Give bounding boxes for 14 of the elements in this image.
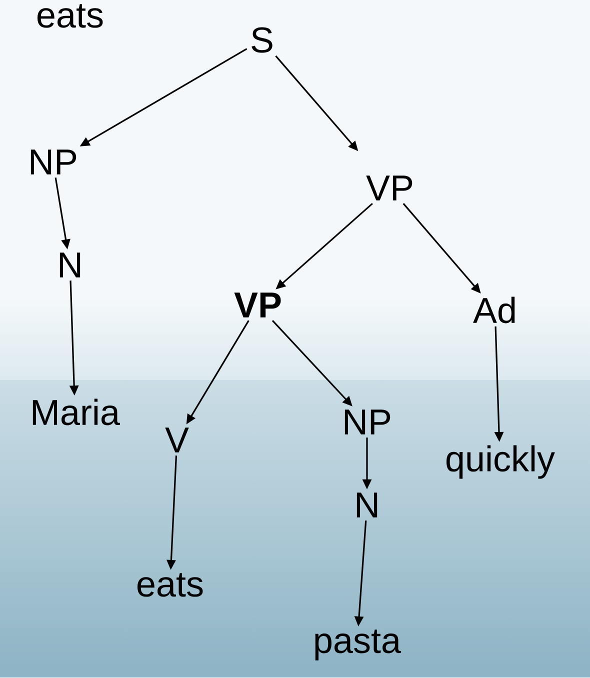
tree-label: Ad — [473, 296, 515, 324]
cut-off-word: eats — [38, 4, 103, 28]
tree-label: VP — [366, 176, 412, 200]
tree-label: V — [165, 428, 189, 452]
tree-label: quickly — [446, 445, 555, 479]
tree-label: NP — [30, 150, 76, 174]
tree-label: VP — [234, 292, 281, 318]
tree-label: S — [252, 27, 272, 53]
tree-label: N — [60, 252, 80, 278]
tree-label: pasta — [315, 630, 402, 660]
tree-label: Maria — [32, 398, 120, 426]
tree-label: eats — [138, 573, 203, 597]
tree-label: N — [356, 492, 378, 518]
tree-label: NP — [344, 410, 390, 434]
